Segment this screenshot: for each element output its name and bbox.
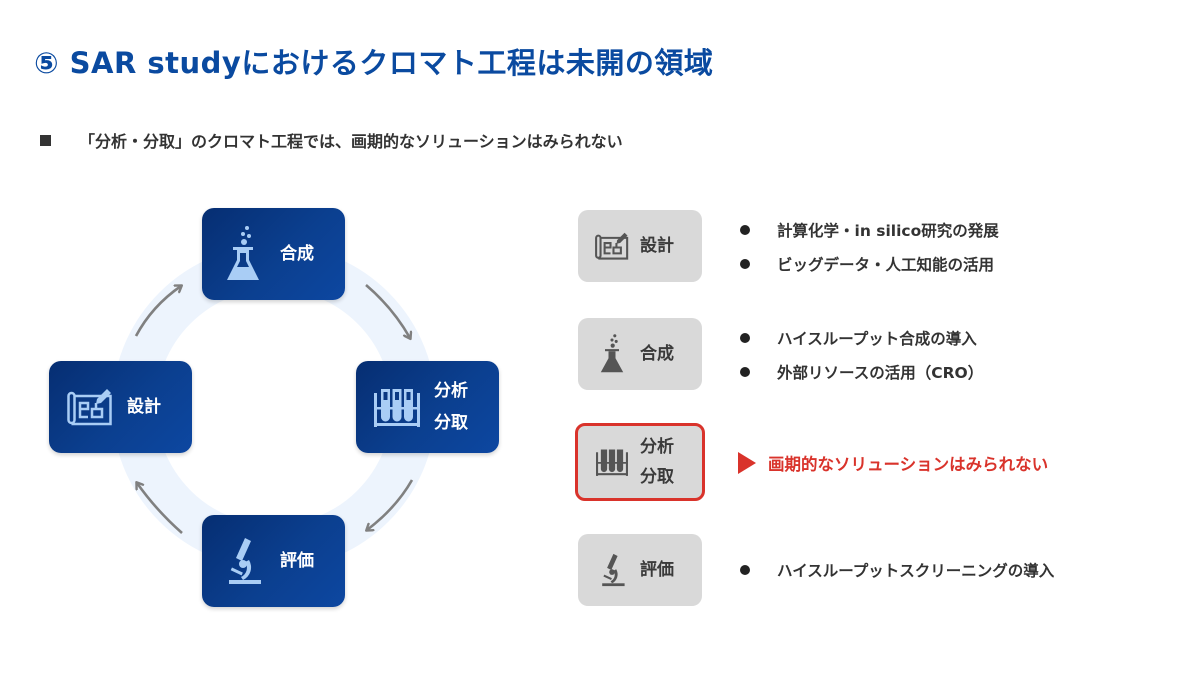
stage-label-line: 設計	[640, 236, 674, 256]
node-label: 分析分取	[434, 375, 468, 439]
arrow-synthesis-to-analysis	[365, 284, 410, 338]
arrow-design-to-synthesis	[134, 286, 181, 337]
bullet-dot-icon	[740, 367, 750, 377]
node-label: 合成	[280, 238, 314, 270]
node-label-line: 分取	[434, 413, 468, 433]
square-bullet-icon	[40, 135, 51, 146]
blueprint-icon	[592, 221, 632, 271]
bullet-dot-icon	[740, 259, 750, 269]
stage-label: 分析分取	[640, 432, 674, 492]
bullet-dot-icon	[740, 225, 750, 235]
bullet-dot-icon	[740, 565, 750, 575]
stage-label: 合成	[640, 339, 674, 369]
cycle-node-evaluation: 評価	[202, 515, 345, 607]
node-label-line: 設計	[127, 397, 161, 417]
node-label-line: 評価	[280, 551, 314, 571]
stage-label-line: 評価	[640, 560, 674, 580]
stage-label-line: 合成	[640, 344, 674, 364]
emphasis-callout: 画期的なソリューションはみられない	[738, 451, 1048, 475]
node-label: 設計	[127, 391, 161, 423]
bullet-text: ハイスループットスクリーニングの導入	[777, 562, 1055, 580]
test-tubes-icon	[370, 377, 424, 437]
bullet-item: 外部リソースの活用（CRO）	[740, 355, 983, 389]
bullet-list-synthesis: ハイスループット合成の導入 外部リソースの活用（CRO）	[740, 321, 983, 389]
stage-label-line: 分取	[640, 467, 674, 487]
subtitle: 「分析・分取」のクロマト工程では、画期的なソリューションはみられない	[40, 128, 623, 152]
stage-box-evaluation: 評価	[578, 534, 702, 606]
bullet-list-design: 計算化学・in silico研究の発展 ビッグデータ・人工知能の活用	[740, 213, 999, 281]
bullet-item: 計算化学・in silico研究の発展	[740, 213, 999, 247]
bullet-text: 外部リソースの活用（CRO）	[777, 364, 984, 382]
bullet-item: ハイスループット合成の導入	[740, 321, 983, 355]
stage-box-design: 設計	[578, 210, 702, 282]
bullet-item: ビッグデータ・人工知能の活用	[740, 247, 999, 281]
blueprint-icon	[63, 377, 117, 437]
bullet-text: ハイスループット合成の導入	[777, 330, 977, 348]
test-tubes-icon	[592, 437, 632, 487]
stage-box-synthesis: 合成	[578, 318, 702, 390]
flask-icon	[592, 329, 632, 379]
subtitle-text: 「分析・分取」のクロマト工程では、画期的なソリューションはみられない	[79, 132, 623, 151]
bullet-dot-icon	[740, 333, 750, 343]
stage-label: 設計	[640, 231, 674, 261]
stage-label: 評価	[640, 555, 674, 585]
bullet-text: 計算化学・in silico研究の発展	[777, 222, 999, 240]
stage-box-analysis: 分析分取	[575, 423, 705, 501]
node-label-line: 分析	[434, 381, 468, 401]
node-label-line: 合成	[280, 244, 314, 264]
node-label: 評価	[280, 545, 314, 577]
flask-icon	[216, 224, 270, 284]
emphasis-text: 画期的なソリューションはみられない	[768, 455, 1049, 474]
bullet-item: ハイスループットスクリーニングの導入	[740, 553, 1054, 587]
page-title: ⑤ SAR studyにおけるクロマト工程は未開の領域	[34, 46, 714, 80]
microscope-icon	[592, 545, 632, 595]
cycle-node-design: 設計	[49, 361, 192, 453]
cycle-node-analysis: 分析分取	[356, 361, 499, 453]
arrow-evaluation-to-design	[137, 483, 183, 534]
arrow-analysis-to-evaluation	[367, 479, 414, 530]
triangle-arrow-icon	[738, 452, 756, 474]
cycle-node-synthesis: 合成	[202, 208, 345, 300]
bullet-text: ビッグデータ・人工知能の活用	[777, 256, 995, 274]
bullet-list-evaluation: ハイスループットスクリーニングの導入	[740, 553, 1054, 587]
stage-label-line: 分析	[640, 437, 674, 457]
microscope-icon	[216, 531, 270, 591]
